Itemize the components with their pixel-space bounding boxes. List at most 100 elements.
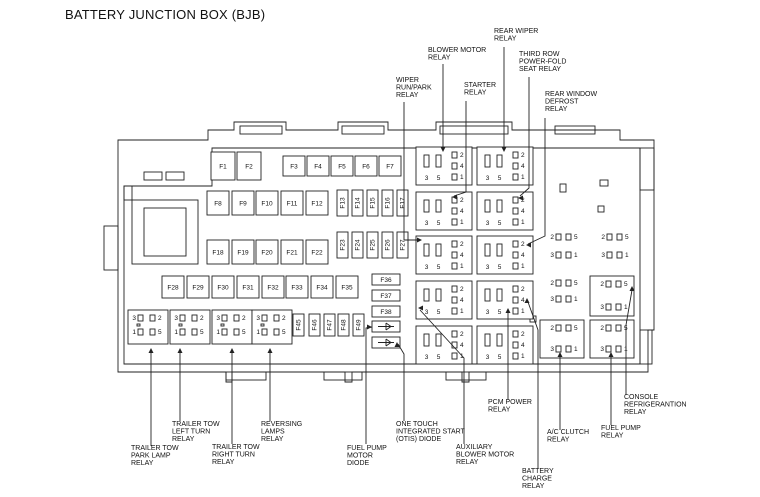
pin-label: 3 bbox=[425, 309, 429, 316]
pin-label: 5 bbox=[200, 329, 204, 336]
fuse-f29: F29 bbox=[186, 275, 210, 299]
fuse-label: F34 bbox=[316, 284, 328, 291]
pin-label: 1 bbox=[460, 219, 464, 226]
pin-label: 4 bbox=[460, 252, 464, 259]
pin-label: 2 bbox=[158, 315, 162, 322]
pin-label: 3 bbox=[486, 264, 490, 271]
callout-text: FUEL PUMP bbox=[347, 445, 387, 452]
pin-label: 1 bbox=[132, 329, 136, 336]
fuse-label: F26 bbox=[385, 239, 392, 251]
callout-text: RELAY bbox=[396, 92, 419, 99]
fuse-label: F48 bbox=[341, 319, 348, 331]
pin-label: 3 bbox=[486, 309, 490, 316]
callout-text: WIPER bbox=[396, 77, 419, 84]
pin-label: 2 bbox=[460, 286, 464, 293]
fuse-label: F25 bbox=[370, 239, 377, 251]
callout-text: DEFROST bbox=[545, 99, 579, 106]
callout-text: SEAT RELAY bbox=[519, 66, 561, 73]
callout-text: CHARGE bbox=[522, 476, 552, 483]
pin-label: 3 bbox=[216, 315, 220, 322]
fuse-label: F45 bbox=[296, 319, 303, 331]
fuse-label: F10 bbox=[261, 200, 273, 207]
fuse-f7: F7 bbox=[378, 155, 402, 177]
callout-text: RUN/PARK bbox=[396, 85, 432, 92]
pin-label: 1 bbox=[574, 346, 578, 353]
pin-label: 5 bbox=[437, 309, 441, 316]
fuse-f1: F1 bbox=[210, 151, 236, 181]
callout-text: RELAY bbox=[131, 460, 154, 467]
pin-label: 4 bbox=[460, 208, 464, 215]
pin-label: 3 bbox=[425, 264, 429, 271]
callout-text: RELAY bbox=[547, 437, 570, 444]
callout-text: TRAILER TOW bbox=[131, 445, 179, 452]
pin-label: 4 bbox=[460, 342, 464, 349]
callout-text: ONE TOUCH bbox=[396, 421, 438, 428]
fuse-label: F14 bbox=[355, 197, 362, 209]
fuse-label: F29 bbox=[192, 284, 204, 291]
pin-label: 3 bbox=[425, 220, 429, 227]
fuse-f48: F48 bbox=[337, 313, 350, 337]
fuse-f27: F27 bbox=[396, 231, 409, 259]
callout-text: RELAY bbox=[464, 90, 487, 97]
pin-label: 3 bbox=[600, 346, 604, 353]
fuse-f10: F10 bbox=[255, 190, 279, 216]
callout-text: BATTERY bbox=[522, 468, 554, 475]
pin-label: 1 bbox=[624, 304, 628, 311]
pin-label: 5 bbox=[437, 175, 441, 182]
fuse-f24: F24 bbox=[351, 231, 364, 259]
fuse-f2: F2 bbox=[236, 151, 262, 181]
callout-text: RELAY bbox=[172, 436, 195, 443]
fuse-label: F6 bbox=[362, 163, 370, 170]
fuse-f9: F9 bbox=[231, 190, 255, 216]
pin-label: 1 bbox=[460, 308, 464, 315]
pin-label: 5 bbox=[498, 264, 502, 271]
fuse-label: F33 bbox=[291, 284, 303, 291]
pin-label: 2 bbox=[550, 234, 554, 241]
fuse-f21: F21 bbox=[280, 239, 304, 265]
fuse-f4: F4 bbox=[306, 155, 330, 177]
pin-label: 5 bbox=[437, 220, 441, 227]
fuse-f5: F5 bbox=[330, 155, 354, 177]
callout-text: BLOWER MOTOR bbox=[428, 47, 486, 54]
pin-label: 2 bbox=[242, 315, 246, 322]
fuse-label: F23 bbox=[340, 239, 347, 251]
fuse-label: F13 bbox=[340, 197, 347, 209]
callout-text: RELAY bbox=[428, 55, 451, 62]
fuse-label: F24 bbox=[355, 239, 362, 251]
fuse-label: F49 bbox=[356, 319, 363, 331]
fuse-label: F7 bbox=[386, 163, 394, 170]
fuse-label: F32 bbox=[267, 284, 279, 291]
pin-label: 1 bbox=[574, 296, 578, 303]
fuse-f26: F26 bbox=[381, 231, 394, 259]
pin-label: 4 bbox=[521, 252, 525, 259]
diagram-title: BATTERY JUNCTION BOX (BJB) bbox=[65, 7, 266, 22]
fuse-label: F12 bbox=[311, 200, 323, 207]
pin-label: 5 bbox=[498, 220, 502, 227]
fuse-label: F27 bbox=[400, 239, 407, 251]
pin-label: 2 bbox=[550, 325, 554, 332]
pin-label: 4 bbox=[521, 342, 525, 349]
callout-text: RELAY bbox=[601, 433, 624, 440]
pin-label: 1 bbox=[174, 329, 178, 336]
pin-label: 4 bbox=[521, 297, 525, 304]
pin-label: 5 bbox=[625, 234, 629, 241]
callout-text: STARTER bbox=[464, 82, 496, 89]
pin-label: 2 bbox=[601, 234, 605, 241]
pin-label: 3 bbox=[550, 296, 554, 303]
fuse-f33: F33 bbox=[285, 275, 309, 299]
pin-label: 1 bbox=[460, 353, 464, 360]
callout-text: REAR WIPER bbox=[494, 28, 538, 35]
pin-label: 1 bbox=[625, 252, 629, 259]
